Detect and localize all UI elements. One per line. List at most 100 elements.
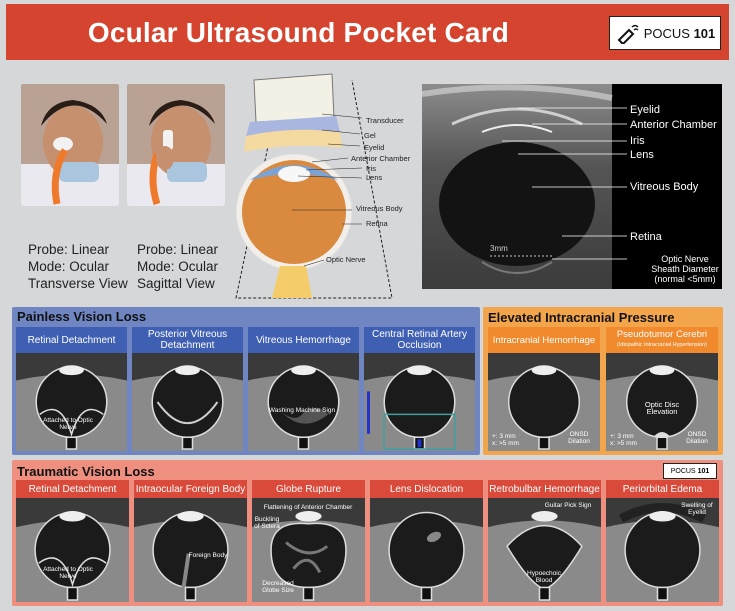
card-caption: Attached to Optic Nerve: [43, 417, 93, 431]
label-gel: Gel: [364, 131, 376, 140]
probe-info-transverse: Probe: Linear Mode: Ocular Transverse Vi…: [28, 241, 128, 292]
traumatic-card: Lens Dislocation: [370, 480, 483, 602]
card-title: Intracranial Hemorrhage: [492, 334, 596, 346]
eye-illustration: [16, 353, 127, 451]
card-caption: Swelling of Eyelid: [681, 502, 713, 516]
card-title: Vitreous Hemorrhage: [256, 334, 351, 346]
logo-text: POCUS: [643, 25, 690, 41]
card-heading: Intracranial Hemorrhage: [488, 327, 600, 353]
card-heading: Lens Dislocation: [370, 480, 483, 498]
card-heading: Retinal Detachment: [16, 480, 129, 498]
label-anterior-chamber: Anterior Chamber: [351, 154, 411, 163]
card-title: Globe Rupture: [275, 483, 342, 495]
card-title: Central Retinal Artery Occlusion: [371, 329, 468, 351]
logo-number: 101: [697, 467, 710, 475]
probe-info-sagittal: Probe: Linear Mode: Ocular Sagittal View: [137, 241, 218, 292]
onsd-label: ONSD Dilation: [568, 431, 590, 445]
logo-number: 101: [693, 25, 716, 41]
measurement-label: x: >5 mm: [610, 440, 637, 447]
card-heading: Periorbital Edema: [606, 480, 719, 498]
card-caption: Washing Machine Sign: [268, 407, 336, 414]
card-title: Retrobulbar Hemorrhage: [489, 483, 600, 495]
card-title: Posterior Vitreous Detachment: [147, 329, 228, 351]
onsd-line: (normal <5mm): [654, 274, 716, 284]
label-optic-nerve: Optic Nerve: [326, 255, 366, 264]
card-title: Intraocular Foreign Body: [135, 483, 246, 495]
us-label-eyelid: Eyelid: [630, 104, 660, 116]
sagittal-photo: [127, 84, 225, 206]
card-heading: Globe Rupture: [252, 480, 365, 498]
painless-card: Central Retinal Artery Occlusion: [364, 327, 475, 451]
onsd-line: Optic Nerve: [661, 254, 709, 264]
card-caption: Guitar Pick Sign: [544, 502, 592, 509]
ultrasound-image: Eyelid Anterior Chamber Iris Lens Vitreo…: [422, 84, 722, 289]
us-label-anterior-chamber: Anterior Chamber: [630, 119, 717, 131]
probe-logo-icon: [617, 24, 639, 44]
card-caption: Decreased Globe Size: [262, 580, 294, 594]
eye-anatomy-diagram: Transducer Gel Eyelid Anterior Chamber I…: [232, 70, 422, 300]
icp-title: Elevated Intracranial Pressure: [488, 310, 675, 325]
card-caption: Attached to Optic Nerve: [43, 566, 93, 580]
us-scale: 3mm: [490, 244, 508, 253]
eye-illustration: [132, 353, 243, 451]
measurement-label: +: 3 mm: [610, 433, 634, 440]
card-caption: Buckling of Sclera: [254, 516, 280, 530]
card-heading: Retrobulbar Hemorrhage: [488, 480, 601, 498]
painless-card: Posterior Vitreous Detachment: [132, 327, 243, 451]
eye-illustration: [606, 498, 719, 602]
card-caption: Hypoechoic Blood: [527, 570, 561, 584]
mode-line: Mode: Ocular: [137, 259, 219, 274]
eye-illustration: [252, 498, 365, 602]
traumatic-title: Traumatic Vision Loss: [17, 464, 155, 479]
card-heading: Intraocular Foreign Body: [134, 480, 247, 498]
eye-illustration: [16, 498, 129, 602]
card-caption: Flattening of Anterior Chamber: [263, 504, 353, 511]
transverse-photo: [21, 84, 119, 206]
icp-card: Pseudotumor Cerebri(Idiopathic Intracran…: [606, 327, 718, 451]
measurement-label: x: >5 mm: [492, 440, 519, 447]
label-eyelid: Eyelid: [364, 143, 385, 152]
card-title: Retinal Detachment: [27, 334, 116, 346]
measurement-label: +: 3 mm: [492, 433, 516, 440]
onsd-line: Sheath Diameter: [651, 264, 719, 274]
onsd-label: ONSD Dilation: [686, 431, 708, 445]
probe-line: Probe: Linear: [137, 242, 219, 257]
card-heading: Pseudotumor Cerebri(Idiopathic Intracran…: [606, 327, 718, 353]
card-title: Pseudotumor Cerebri: [616, 329, 708, 340]
painless-title: Painless Vision Loss: [17, 309, 147, 324]
card-heading: Retinal Detachment: [16, 327, 127, 353]
card-heading: Central Retinal Artery Occlusion: [364, 327, 475, 353]
label-transducer: Transducer: [366, 116, 404, 125]
card-caption: Optic Disc Elevation: [644, 400, 680, 416]
us-label-lens: Lens: [630, 149, 654, 161]
eye-illustration: [488, 498, 601, 602]
card-heading: Posterior Vitreous Detachment: [132, 327, 243, 353]
mode-line: Mode: Ocular: [28, 259, 110, 274]
page-title: Ocular Ultrasound Pocket Card: [87, 17, 510, 48]
view-line: Transverse View: [28, 276, 128, 291]
logo-text: POCUS: [670, 467, 696, 475]
label-vitreous-body: Vitreous Body: [356, 204, 403, 213]
label-iris: Iris: [366, 164, 376, 173]
label-retina: Retina: [366, 219, 388, 228]
card-title: Lens Dislocation: [389, 483, 464, 495]
us-label-retina: Retina: [630, 231, 662, 243]
label-lens: Lens: [366, 173, 383, 182]
us-label-onsd: Optic Nerve Sheath Diameter (normal <5mm…: [648, 254, 722, 284]
card-caption: Foreign Body: [188, 552, 228, 559]
eye-illustration: [134, 498, 247, 602]
eye-illustration: [364, 353, 475, 451]
eye-illustration: [606, 353, 718, 451]
header-banner: Ocular Ultrasound Pocket Card POCUS 101: [6, 4, 729, 60]
view-line: Sagittal View: [137, 276, 215, 291]
